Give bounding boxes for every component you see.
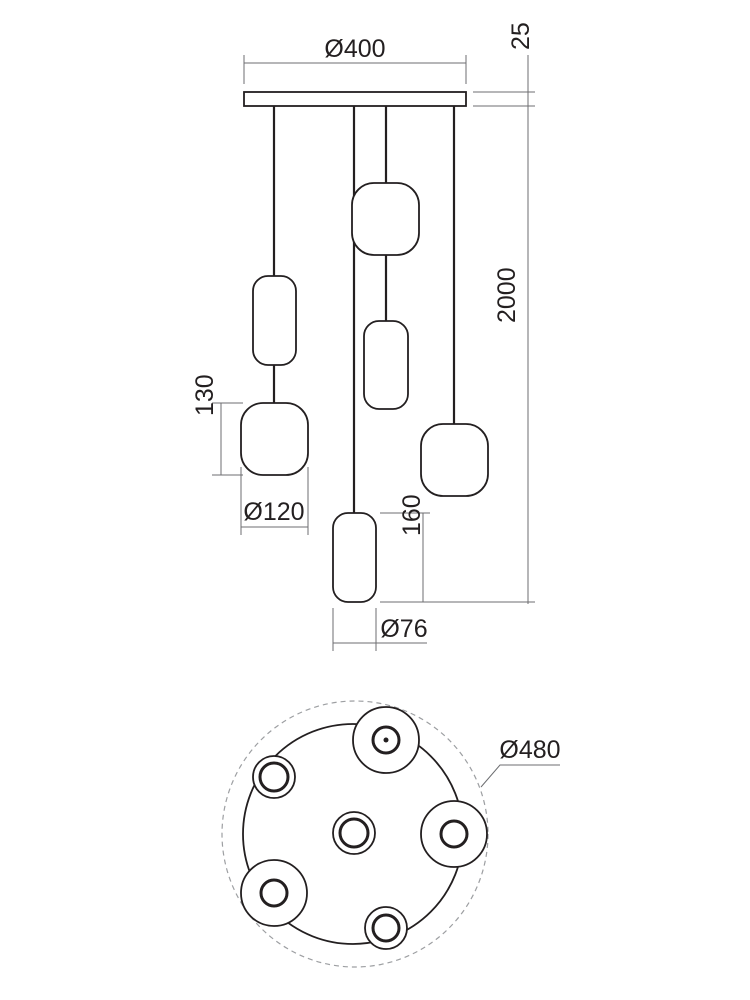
small-shade-diameter-label: Ø76 xyxy=(380,615,427,643)
large-shade-diameter-label: Ø120 xyxy=(243,498,304,526)
large-shade-plan xyxy=(420,800,488,868)
small-shade-plan xyxy=(364,906,408,950)
large-shade-plan xyxy=(352,706,420,774)
cords xyxy=(272,106,456,513)
small-shade xyxy=(363,320,409,410)
small-shade-plan xyxy=(252,755,296,799)
canopy-height-dimension: 25 xyxy=(473,22,535,107)
canopy xyxy=(243,91,467,107)
small-shade xyxy=(252,275,297,366)
canopy-height-label: 25 xyxy=(507,22,535,50)
outer-diameter-circle xyxy=(221,700,489,968)
plan-diameter-label: Ø480 xyxy=(499,736,560,764)
large-shade xyxy=(351,182,420,256)
small-shade-height-dimension: 160 xyxy=(380,494,430,602)
small-shade-diameter-dimension: Ø76 xyxy=(332,608,428,651)
canopy-diameter-label: Ø400 xyxy=(324,35,385,63)
canopy-diameter-dimension: Ø400 xyxy=(243,35,467,84)
overall-height-dimension: 2000 xyxy=(380,55,535,604)
plan-view: Ø480 xyxy=(221,700,561,968)
small-shade-plan xyxy=(332,811,376,855)
small-shade xyxy=(332,512,377,603)
small-shade-height-label: 160 xyxy=(398,494,426,536)
plan-diameter-leader xyxy=(480,764,560,788)
overall-height-label: 2000 xyxy=(493,267,521,323)
large-shade-diameter-dimension: Ø120 xyxy=(240,467,309,535)
large-shade xyxy=(420,423,489,497)
large-shade-plan xyxy=(240,859,308,927)
large-shade xyxy=(240,402,309,476)
large-shade-height-label: 130 xyxy=(191,374,219,416)
large-shade-height-dimension: 130 xyxy=(191,374,243,476)
